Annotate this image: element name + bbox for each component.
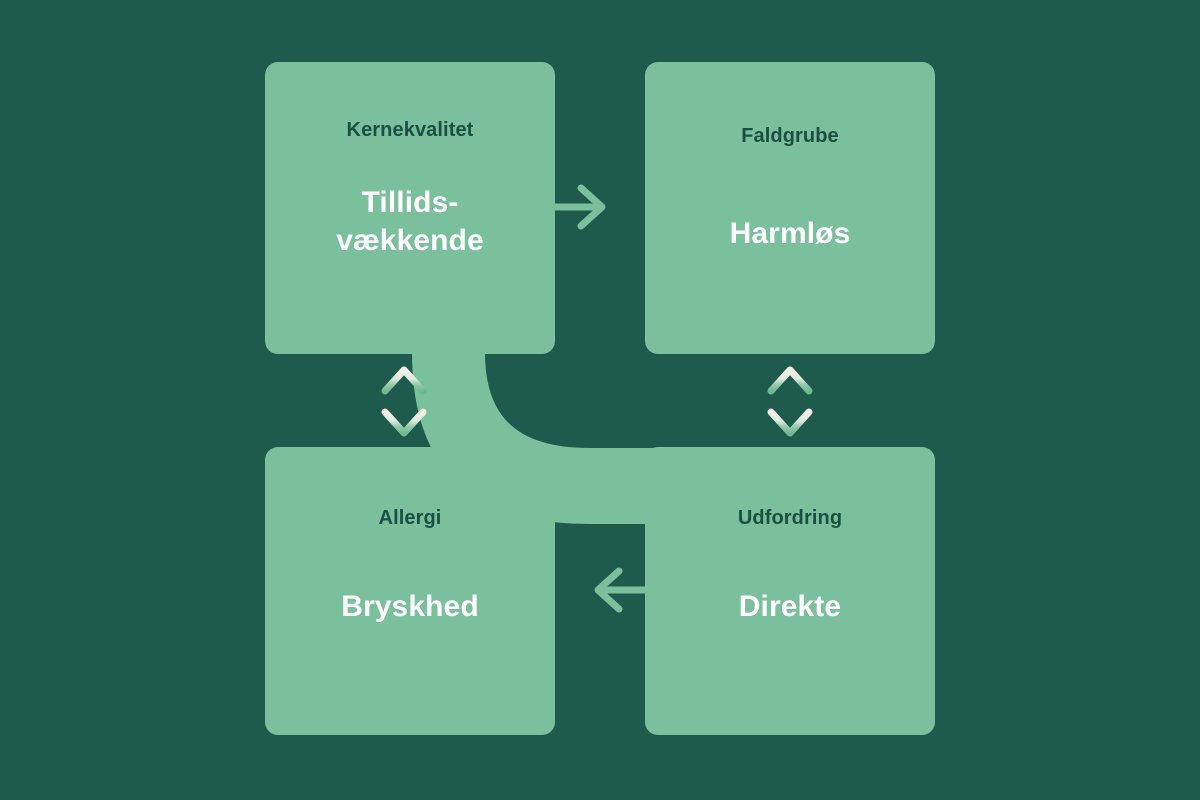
quadrant-label-bottom-left: Allergi [378,507,442,529]
arrow-right-icon [548,184,606,230]
arrow-up-down-icon-left [381,366,427,437]
quadrant-card-top-left[interactable]: Kernekvalitet Tillids- vækkende [265,62,555,354]
arrow-up-down-icon-right [767,366,813,437]
quadrant-card-bottom-left[interactable]: Allergi Bryskhed [265,447,555,735]
quadrant-label-top-left: Kernekvalitet [346,119,474,141]
quadrant-card-bottom-right[interactable]: Udfordring Direkte [645,447,935,735]
quadrant-card-top-right[interactable]: Faldgrube Harmløs [645,62,935,354]
quadrant-title-bottom-left: Bryskhed [341,590,479,623]
quadrant-label-bottom-right: Udfordring [737,507,843,529]
arrow-left-icon [594,567,652,613]
quadrant-title-bottom-right: Direkte [738,590,842,623]
quadrant-title-top-right: Harmløs [729,217,851,250]
quadrant-label-top-right: Faldgrube [741,125,839,147]
quadrant-title-top-left: Tillids- vækkende [336,186,484,258]
